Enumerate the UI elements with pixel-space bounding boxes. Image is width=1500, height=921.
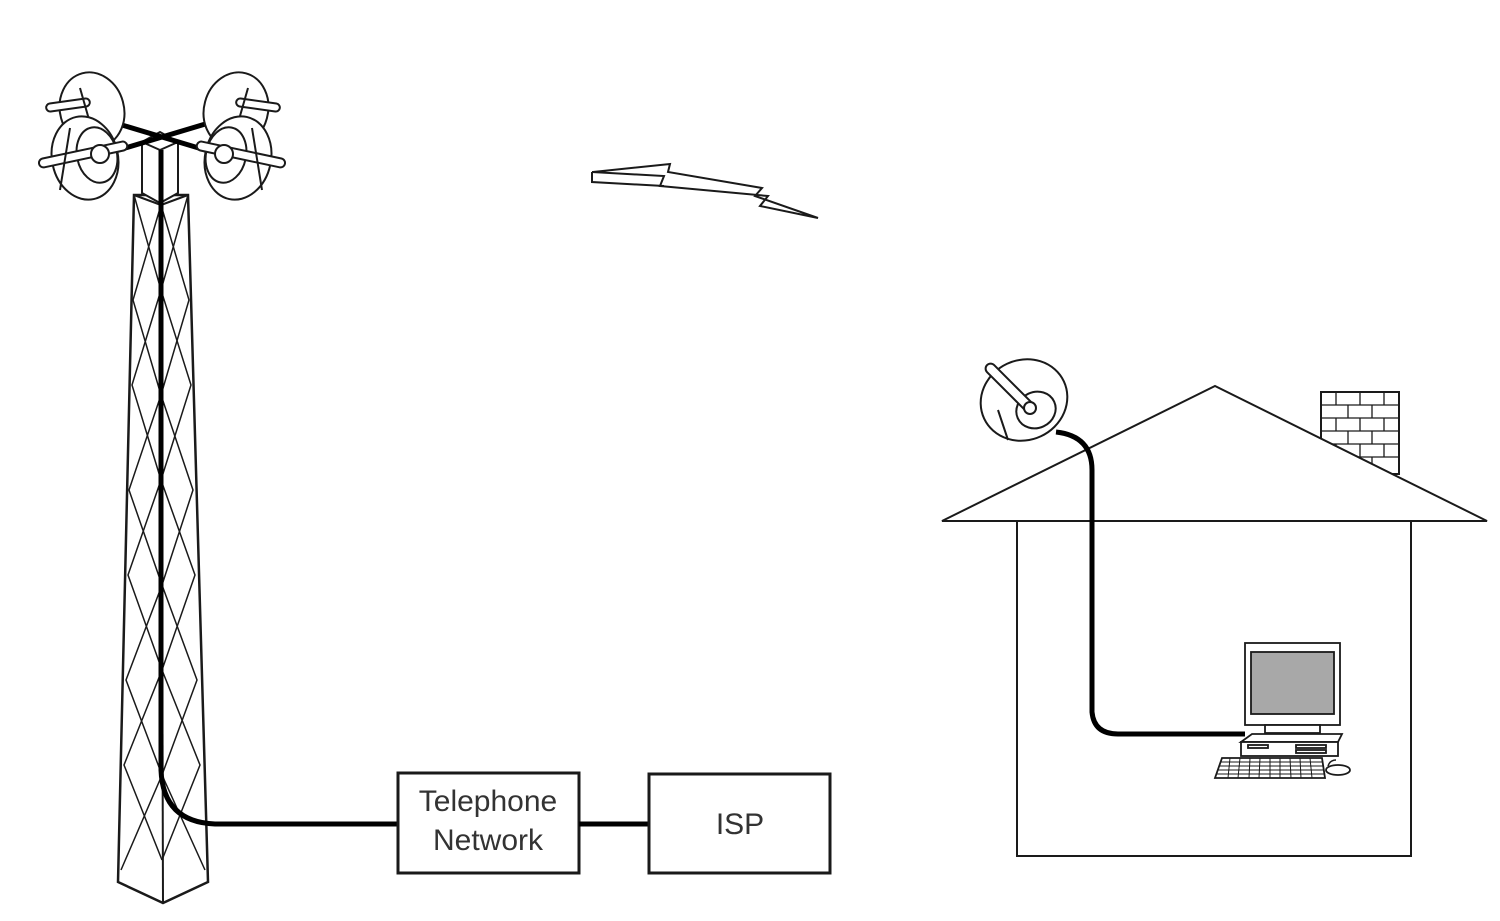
tower-dish-front-left (37, 115, 129, 201)
monitor-screen (1250, 651, 1335, 715)
tower-lattice-left (120, 194, 163, 871)
tower-dish-front-right (195, 115, 287, 201)
tower-lattice-right (160, 194, 206, 871)
satellite-dish-icon (979, 358, 1069, 442)
dish-to-computer-cable (1055, 429, 1245, 737)
house-walls (1016, 520, 1412, 857)
isp-label: ISP (716, 808, 764, 841)
isp-box: ISP (647, 772, 832, 875)
telephone-network-label-line1: Telephone (419, 785, 557, 818)
transmission-tower-icon (111, 119, 398, 905)
telephone-network-label-line2: Network (433, 824, 544, 857)
telephone-network-box: Telephone Network (396, 771, 581, 875)
house-icon (941, 384, 1488, 857)
wireless-signal-bolt-icon (591, 162, 819, 219)
computer-case (1238, 733, 1344, 743)
mouse (1325, 764, 1351, 776)
desktop-computer-icon (1213, 642, 1351, 779)
